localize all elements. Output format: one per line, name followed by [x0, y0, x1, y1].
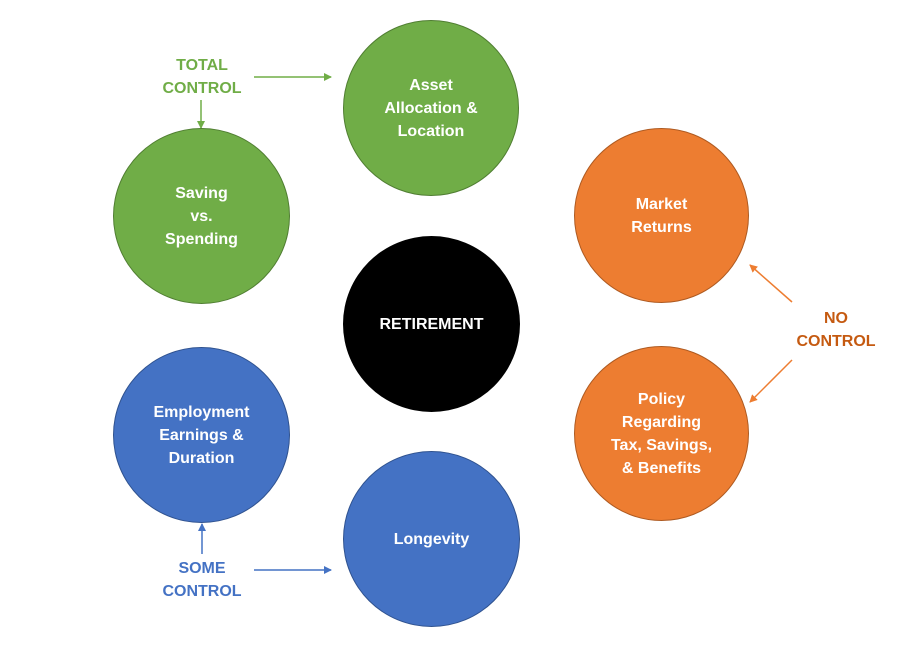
arrow-no-to-policy [749, 359, 793, 403]
asset-allocation-label: Asset Allocation & Location [384, 76, 478, 140]
retirement-label: RETIREMENT [379, 315, 484, 333]
no-control-label: NO CONTROL [796, 310, 876, 350]
employment-node: Employment Earnings & Duration [113, 347, 290, 523]
longevity-node: Longevity [343, 451, 520, 627]
policy-label: Policy Regarding Tax, Savings, & Benefit… [610, 390, 713, 477]
saving-spending-node: Saving vs. Spending [113, 128, 290, 304]
retirement-center-node: RETIREMENT [343, 236, 520, 412]
longevity-label: Longevity [393, 530, 470, 548]
arrow-no-to-market [749, 264, 793, 303]
total-control-label: TOTAL CONTROL [162, 57, 242, 97]
employment-label: Employment Earnings & Duration [153, 403, 250, 467]
asset-allocation-node: Asset Allocation & Location [343, 20, 519, 196]
market-returns-node: Market Returns [574, 128, 749, 303]
policy-node: Policy Regarding Tax, Savings, & Benefit… [574, 346, 749, 521]
some-control-label: SOME CONTROL [162, 560, 242, 600]
saving-spending-label: Saving vs. Spending [165, 184, 238, 248]
market-returns-label: Market Returns [631, 195, 692, 236]
